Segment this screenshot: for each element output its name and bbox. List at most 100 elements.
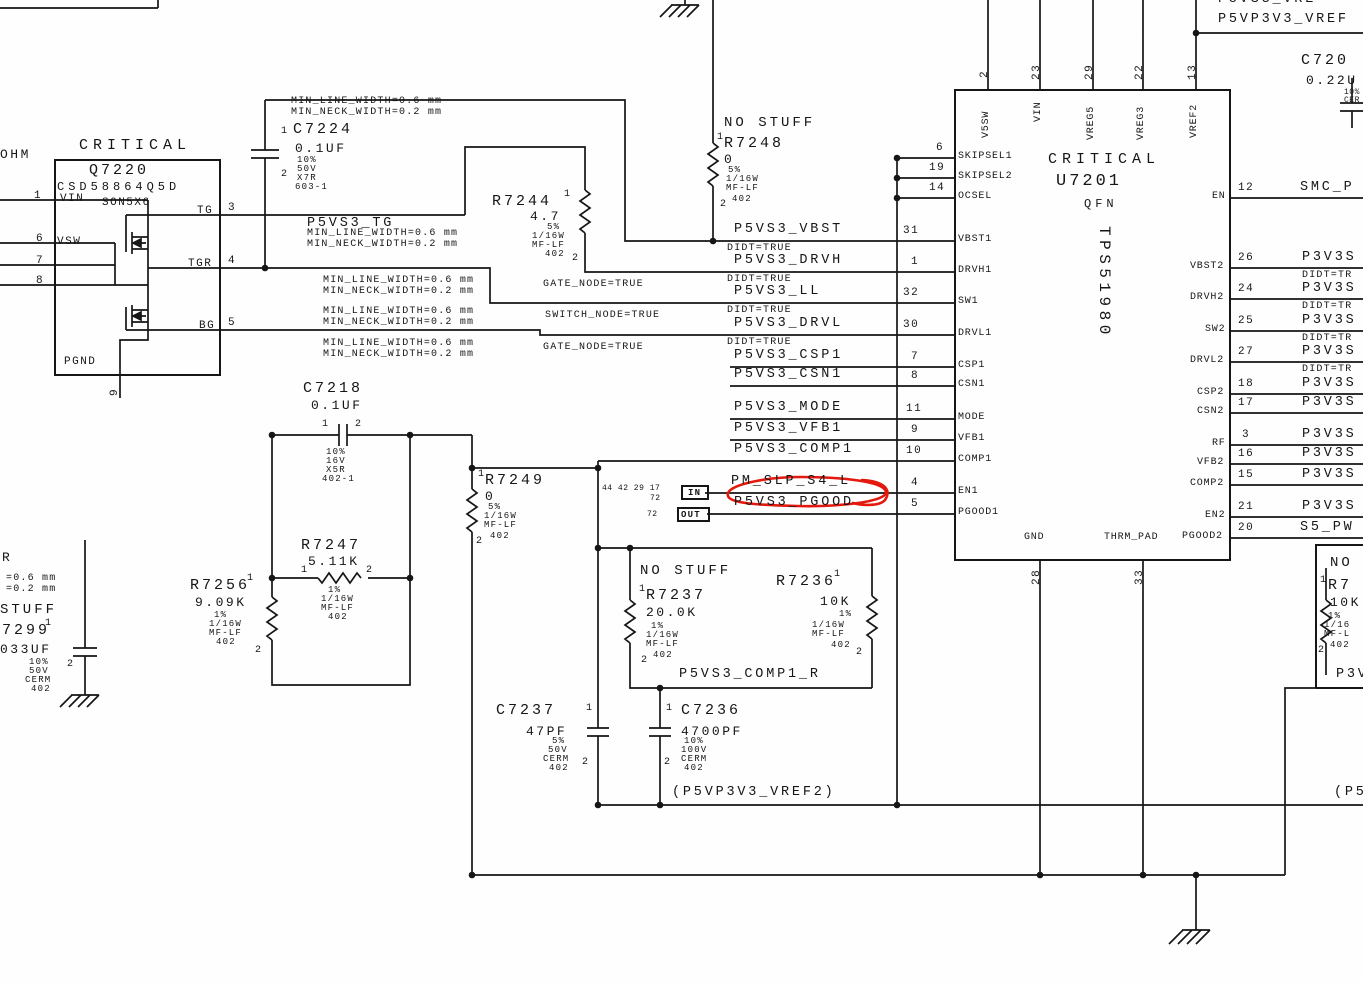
value-r7256: 9.09K — [195, 595, 247, 610]
pin-name: EN2 — [1205, 510, 1226, 521]
pin-name-pgnd: PGND — [64, 356, 97, 368]
pin-number: 24 — [1238, 283, 1255, 295]
pin-number: 25 — [1238, 315, 1255, 327]
wire-bg-drvl1 — [126, 329, 955, 336]
pin-name: EN1 — [958, 486, 979, 497]
pin-number: 3 — [1242, 429, 1251, 441]
refdes-c7299: 7299 — [2, 622, 51, 639]
c720x-symbol — [1340, 78, 1363, 128]
package-c7299: 402 — [31, 684, 51, 694]
package-r7237: 402 — [653, 650, 673, 660]
pin-number: 10 — [906, 445, 923, 457]
pin-number: 2 — [641, 655, 649, 666]
value-r7249: 0 — [485, 489, 496, 504]
pin-number: 2 — [366, 565, 374, 576]
partial-box-top-left — [0, 0, 159, 9]
constraint-min-neck-width: MIN_NECK_WIDTH=0.2 mm — [323, 349, 475, 360]
refdes-r7244: R7244 — [492, 193, 553, 210]
net-label-p3v3s: P3V3S — [1302, 499, 1357, 514]
pin-number: 1 — [911, 256, 920, 268]
in-port-box — [681, 485, 709, 500]
constraint-gate-node: GATE_NODE=TRUE — [543, 342, 644, 353]
constraint-min-line-width-cut: =0.6 mm — [6, 573, 57, 584]
pin-name-tgr: TGR — [188, 258, 213, 270]
pin-number: 26 — [1238, 252, 1255, 264]
pin-number: 3 — [228, 202, 237, 214]
pin-name-vsw: VSW — [57, 236, 82, 248]
pin-number: 1 — [834, 569, 842, 580]
constraint-didt: DIDT=TR — [1302, 270, 1353, 281]
pin-number: 2 — [664, 757, 672, 768]
net-label-p3v-cut: P3V — [1336, 667, 1363, 682]
out-port-box — [677, 507, 710, 522]
net-label-p5vs3-ll: P5VS3_LL — [734, 284, 822, 299]
net-label-p5vs3-pgood: P5VS3_PGOOD — [734, 495, 854, 510]
refdes-c7237: C7237 — [496, 702, 557, 719]
pin-number: 1 — [639, 584, 647, 595]
pin-number: 2 — [1318, 645, 1326, 656]
refdes-r72xx: R7 — [1328, 577, 1353, 594]
pin-name: CSN2 — [1197, 406, 1225, 417]
dielectric-c7299: CERM — [25, 675, 52, 685]
pin-name-vin: VIN — [60, 193, 85, 205]
no-stuff-label-cut: STUFF — [0, 602, 58, 618]
voltage-c7299: 50V — [29, 666, 49, 676]
resistor-zigzags — [265, 142, 1333, 644]
pin-name: SKIPSEL2 — [958, 171, 1013, 182]
power-r7244: 1/16W — [532, 231, 566, 241]
critical-label-u7201: CRITICAL — [1048, 151, 1161, 168]
pin-number: 6 — [936, 142, 945, 154]
package-r7248: 402 — [732, 194, 752, 204]
value-r7247: 5.11K — [308, 554, 360, 569]
pin-number: 9 — [109, 387, 121, 396]
power-r7256: 1/16W — [209, 619, 243, 629]
c7224-symbol — [251, 100, 279, 268]
net-label-p3v3s: P3V3S — [1302, 313, 1357, 328]
pin-number: 1 — [586, 703, 594, 714]
pin-number: 32 — [903, 287, 920, 299]
critical-label-q7220: CRITICAL — [79, 137, 192, 154]
voltage-c7218: 16V — [326, 456, 346, 466]
pin-number: 2 — [979, 69, 991, 78]
package-r7244: 402 — [545, 249, 565, 259]
net-label-p3v3s: P3V3S — [1302, 427, 1357, 442]
pin-number: 2 — [355, 419, 363, 430]
partial-label: R — [2, 550, 13, 565]
q7220-wiring — [0, 199, 149, 398]
no-stuff-label: NO STUFF — [724, 115, 816, 131]
c7299-symbol — [59, 540, 100, 708]
out-port-label: OUT — [681, 510, 701, 520]
net-label-p5vs3-csn1: P5VS3_CSN1 — [734, 367, 844, 382]
net-label-p5vs3-drvl: P5VS3_DRVL — [734, 316, 844, 331]
pin-name: VREG3 — [1136, 105, 1147, 140]
power-r7249: 1/16W — [484, 511, 518, 521]
pin-number: 1 — [1320, 575, 1328, 586]
type-r72xx: MF-L — [1324, 629, 1351, 639]
pin-number: 28 — [1031, 568, 1043, 585]
wires-comp-rails — [598, 547, 873, 689]
dielectric-c7224: X7R — [297, 173, 317, 183]
pin-name: CSP1 — [958, 360, 986, 371]
partial-value-label: OHM — [0, 147, 31, 162]
pin-name: VIN — [1033, 101, 1044, 122]
pin-name: CSP2 — [1197, 387, 1225, 398]
part-number-q7220: CSD58864Q5D — [57, 180, 181, 194]
refdes-r7247: R7247 — [301, 537, 362, 554]
pin-number: 1 — [564, 189, 572, 200]
ground-symbol-top — [659, 0, 700, 18]
pin-number: 9 — [911, 424, 920, 436]
wires-r7249 — [471, 435, 598, 875]
pin-number: 1 — [34, 190, 43, 202]
refdes-c7218: C7218 — [303, 380, 364, 397]
pin-number: 1 — [478, 469, 486, 480]
power-r7247: 1/16W — [321, 594, 355, 604]
value-c7218: 0.1UF — [311, 398, 363, 413]
pin-number: 20 — [1238, 522, 1255, 534]
value-r7244: 4.7 — [530, 209, 561, 224]
refdes-r7256: R7256 — [190, 577, 251, 594]
pin-name: SW2 — [1205, 324, 1226, 335]
constraint-min-line-width: MIN_LINE_WIDTH=0.6 mm — [307, 228, 459, 239]
constraint-min-line-width: MIN_LINE_WIDTH=0.6 mm — [291, 96, 443, 107]
wires-u7201-right — [1230, 197, 1363, 539]
